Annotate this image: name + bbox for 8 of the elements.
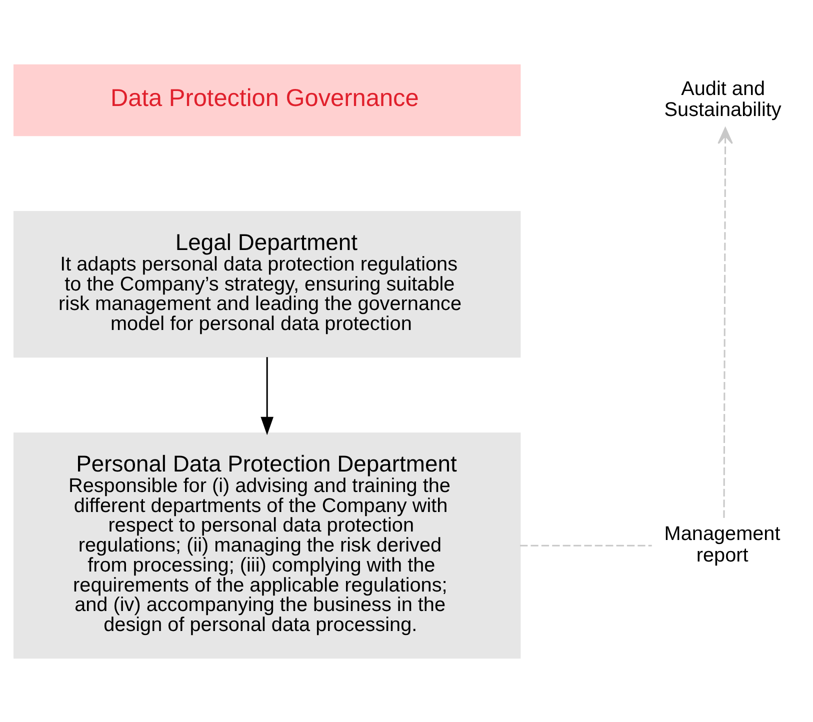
node-text: Audit and Sustainability (664, 77, 782, 121)
arrow (260, 356, 274, 435)
node-box: Data Protection Governance (13, 64, 521, 136)
node-box: Legal Department It adapts personal data protection regulations to the Company’s strategy, ensuring suitable risk management and leading the governance model for personal data protection (13, 210, 521, 358)
arrow (718, 126, 733, 518)
node-text: Management report (664, 522, 780, 566)
node-box: Personal Data Protection Department Responsible for (i) advising and training the different departments of the Company with respect to personal data protection regulations; (ii) managing the risk derived from processing; (iii) complying with the requirements of the applicable regulations; and (iv) accompanying the business in the design of personal data processing. (13, 432, 521, 658)
connector (520, 544, 652, 546)
